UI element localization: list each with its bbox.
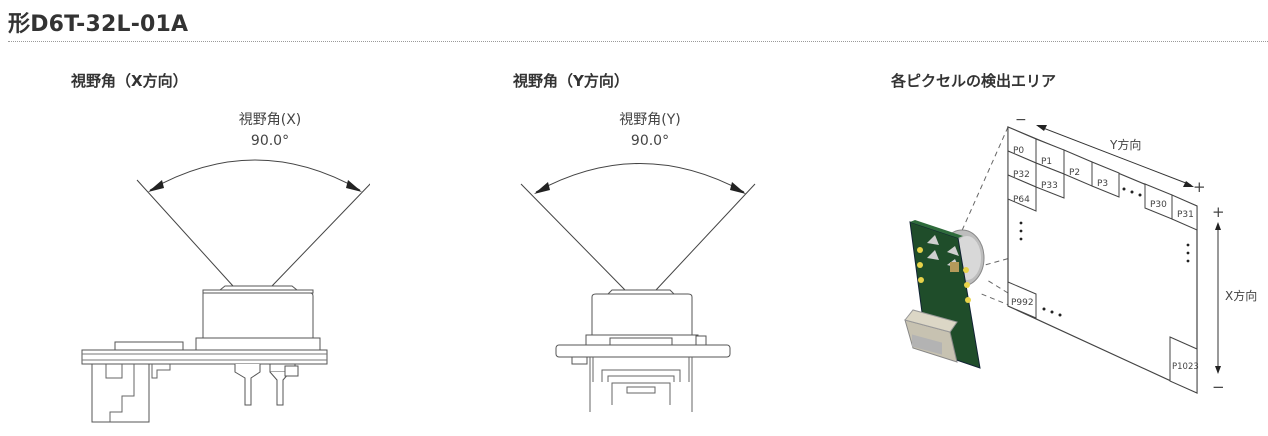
y-plus-sign: + [1193,178,1206,196]
pixel-label-p33: P33 [1041,181,1058,191]
fov-y-angle-value: 90.0° [631,133,669,149]
fov-y-angle-label: 視野角(Y) [619,112,680,128]
title-divider [8,41,1268,42]
section-title-pixel-area: 各ピクセルの検出エリア [891,72,1057,90]
pixel-label-p32: P32 [1013,170,1030,180]
pixel-label-p64: P64 [1013,195,1030,205]
y-direction-label: Y方向 [1109,137,1141,152]
fov-x-angle-label: 視野角(X) [239,112,302,128]
sensor-module-illustration [904,220,985,369]
pixel-area-diagram: P0 P32 P64 P1 P33 P2 P3 P30 P31 P992 P10… [895,110,1268,410]
pixel-label-p1: P1 [1041,157,1052,167]
pixel-label-p3: P3 [1097,179,1108,189]
pixel-label-p0: P0 [1013,146,1024,156]
fov-x-diagram: 視野角(X) 90.0° [70,100,370,436]
fov-x-angle-value: 90.0° [251,133,289,149]
fov-y-diagram: 視野角(Y) 90.0° [500,100,780,436]
y-minus-sign: − [1015,112,1027,128]
pixel-label-p31: P31 [1177,210,1194,220]
pixel-label-p30: P30 [1150,200,1167,210]
pixel-label-p992: P992 [1011,298,1034,308]
page-title: 形D6T-32L-01A [8,12,189,37]
pixel-label-p1023: P1023 [1172,362,1199,372]
x-direction-label: X方向 [1225,288,1257,303]
section-title-x-fov: 視野角（X方向） [71,72,188,90]
x-plus-sign: + [1212,203,1225,221]
x-minus-sign: − [1212,378,1225,396]
section-title-y-fov: 視野角（Y方向） [513,72,629,90]
pixel-label-p2: P2 [1069,168,1080,178]
